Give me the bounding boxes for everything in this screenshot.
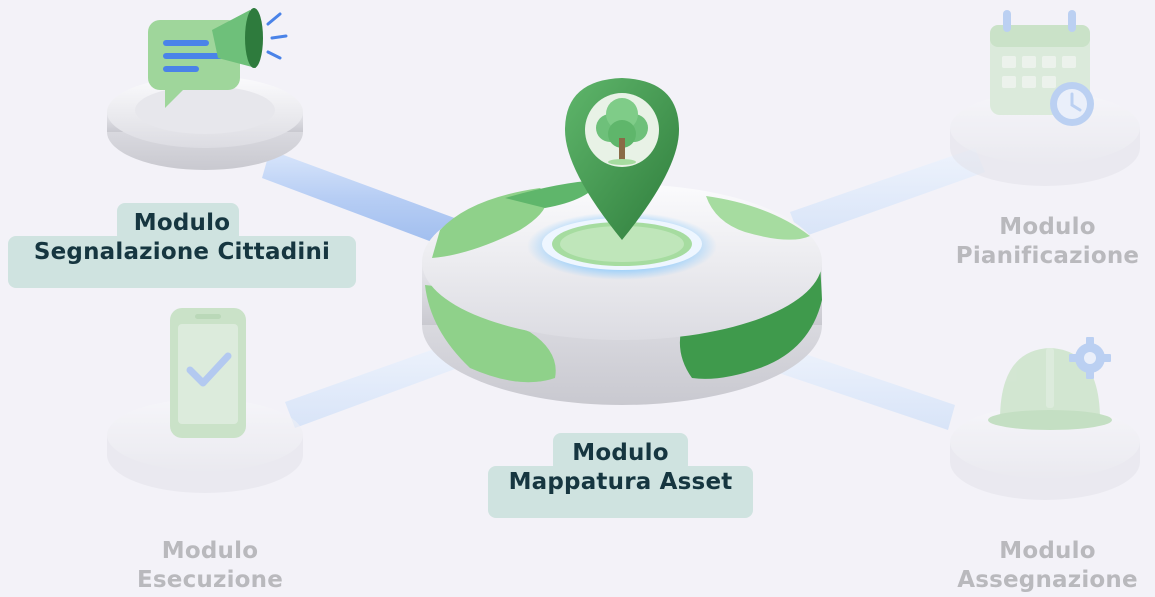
connector-top-left [262,150,460,248]
label-assegnazione-line1: Modulo [999,538,1096,564]
helmet-gear-icon [988,337,1112,430]
label-esecuzione-line2: Esecuzione [136,567,284,593]
label-pianificazione: Modulo Pianificazione [940,213,1155,271]
label-esecuzione: Modulo Esecuzione [110,537,310,595]
node-pianificazione[interactable] [950,10,1140,186]
node-esecuzione[interactable] [107,308,303,493]
connector-bottom-left [285,338,474,428]
label-segnalazione: Modulo Segnalazione Cittadini [8,209,356,267]
label-mappatura-asset: Modulo Mappatura Asset [488,439,753,497]
map-pin-tree-icon [565,78,679,240]
label-pianificazione-line2: Pianificazione [955,243,1140,269]
label-esecuzione-line1: Modulo [161,538,259,564]
connector-bottom-right [764,342,955,430]
label-mappatura-line2: Mappatura Asset [508,469,733,495]
label-assegnazione-line2: Assegnazione [957,567,1138,593]
node-segnalazione[interactable] [107,8,303,170]
label-assegnazione: Modulo Assegnazione [940,537,1155,595]
node-assegnazione[interactable] [950,337,1140,500]
label-segnalazione-line2: Segnalazione Cittadini [33,239,331,265]
label-pianificazione-line1: Modulo [999,214,1096,240]
phone-check-icon [170,308,246,438]
connector-top-right [790,148,985,238]
megaphone-chat-icon [148,8,288,108]
calendar-clock-icon [990,10,1094,126]
label-pill-top-left [8,203,356,288]
label-pill-center [488,433,753,518]
hub-mappatura-asset[interactable] [422,78,822,405]
label-mappatura-line1: Modulo [572,440,669,466]
label-segnalazione-line1: Modulo [133,210,231,236]
